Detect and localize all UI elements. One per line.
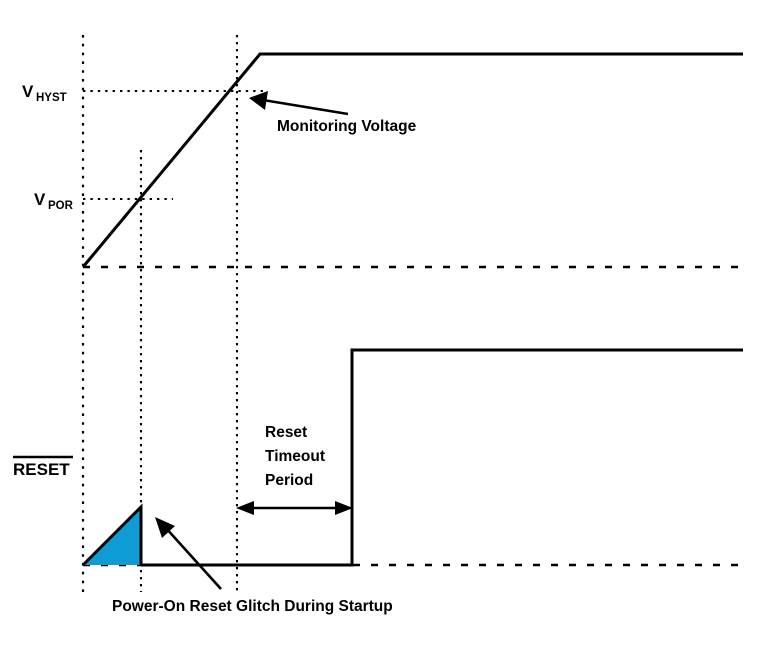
vpor-subscript-text: POR [48,200,74,212]
axis-label-vhyst: V HYST [22,82,67,104]
axis-label-reset: RESET [13,455,73,479]
reset-timeout-line-2: Timeout [265,448,325,465]
glitch-label: Power-On Reset Glitch During Startup [112,598,393,615]
monitoring-voltage-arrowhead [249,91,268,110]
trace-reset-signal [141,348,743,567]
vhyst-subscript-text: HYST [36,92,67,104]
trace-monitoring-voltage [81,52,743,268]
trace-glitch-outline [81,503,143,567]
reset-timeout-line-3: Period [265,472,313,489]
glitch-leader-line [164,526,222,590]
reset-label-text: RESET [13,460,70,479]
glitch-arrowhead [155,517,175,538]
reset-timeout-arrowhead-left [236,501,254,515]
dimension-reset-timeout-period: Reset Timeout Period [236,424,353,515]
monitoring-voltage-label: Monitoring Voltage [277,118,417,135]
annotation-power-on-reset-glitch: Power-On Reset Glitch During Startup [112,517,393,615]
vhyst-base-text: V [22,82,34,101]
annotation-monitoring-voltage: Monitoring Voltage [249,91,417,135]
reset-timeout-line-1: Reset [265,424,307,441]
vpor-base-text: V [34,190,46,209]
axis-label-vpor: V POR [34,190,74,212]
reset-timeout-arrowhead-right [335,501,353,515]
monitoring-voltage-leader-line [262,98,349,116]
